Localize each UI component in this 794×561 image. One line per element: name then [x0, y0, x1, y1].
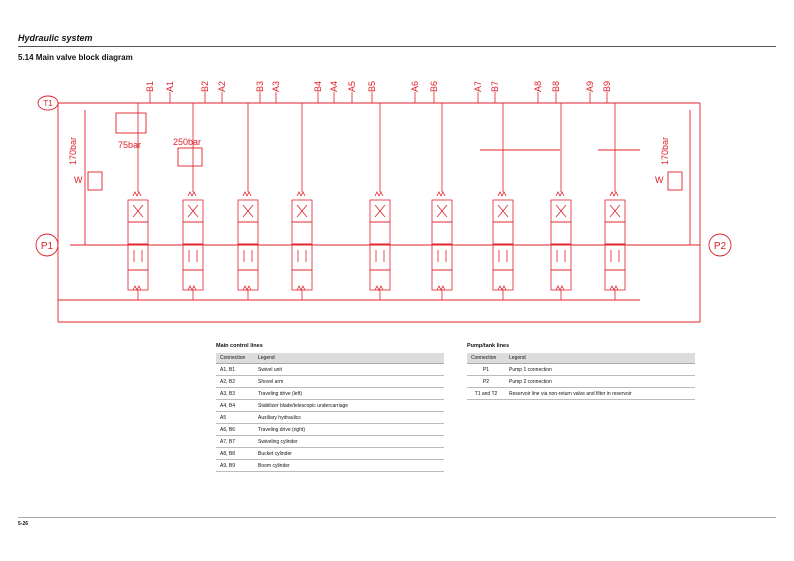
connection-cell: A7, B7: [216, 435, 254, 448]
pump-col-legend: Legend: [505, 353, 695, 364]
connection-cell: A6, B6: [216, 423, 254, 436]
port-label: B8: [551, 81, 561, 92]
port-label: A4: [329, 81, 339, 92]
relief-left-label: 170bar: [68, 137, 78, 165]
port-p2-label: P2: [714, 241, 727, 252]
connection-cell: A9, B9: [216, 459, 254, 472]
section-header: Hydraulic system: [18, 33, 93, 43]
page-title: 5.14 Main valve block diagram: [18, 53, 133, 62]
connection-cell: A3, B3: [216, 387, 254, 400]
spool-valve: [291, 103, 313, 300]
spool-valve: [369, 103, 391, 300]
main-control-title: Main control lines: [216, 343, 263, 349]
port-label: B1: [145, 81, 155, 92]
spool-valve: [182, 103, 204, 300]
legend-cell: Auxiliary hydraulics: [254, 411, 444, 424]
port-label: A6: [410, 81, 420, 92]
legend-cell: Bucket cylinder: [254, 447, 444, 460]
footer-rule: [18, 517, 776, 518]
port-label: B5: [367, 81, 377, 92]
relief-250-label: 250bar: [173, 137, 201, 147]
port-label: B9: [602, 81, 612, 92]
legend-cell: Swiveling cylinder: [254, 435, 444, 448]
connection-cell: A4, B4: [216, 399, 254, 412]
connection-cell: T1 and T2: [467, 387, 505, 400]
port-label: B6: [429, 81, 439, 92]
port-label: A3: [271, 81, 281, 92]
port-t1-label: T1: [43, 99, 53, 108]
spool-valve: [604, 103, 626, 300]
page-number: 5-26: [18, 521, 29, 527]
port-p1-label: P1: [41, 241, 54, 252]
legend-cell: Traveling drive (left): [254, 387, 444, 400]
legend-cell: Reservoir line via non-return valve and …: [505, 387, 695, 400]
spring-valve-left: [87, 171, 103, 191]
spring-right-label: W: [655, 175, 664, 185]
relief-valve-250: [177, 147, 203, 167]
connection-cell: P2: [467, 375, 505, 388]
legend-cell: Stabilizer blade/telescopic undercarriag…: [254, 399, 444, 412]
port-label: A8: [533, 81, 543, 92]
port-label: B4: [313, 81, 323, 92]
connection-cell: P1: [467, 363, 505, 376]
port-label: B2: [200, 81, 210, 92]
pump-tank-title: Pump/tank lines: [467, 343, 510, 349]
relief-right-label: 170bar: [660, 137, 670, 165]
legend-cell: Traveling drive (right): [254, 423, 444, 436]
connection-cell: A2, B2: [216, 375, 254, 388]
port-p2-circle: [708, 233, 732, 257]
connection-cell: A1, B1: [216, 363, 254, 376]
legend-cell: Shovel arm: [254, 375, 444, 388]
spool-valve: [431, 103, 453, 300]
spring-left-label: W: [74, 175, 83, 185]
legend-cell: Boom cylinder: [254, 459, 444, 472]
port-label: A7: [473, 81, 483, 92]
main-col-connection: Connection: [216, 353, 254, 364]
spool-valve: [127, 103, 149, 300]
port-label: A1: [165, 81, 175, 92]
legend-cell: Pump 1 connection: [505, 363, 695, 376]
legend-cell: Swivel unit: [254, 363, 444, 376]
relief-75-label: 75bar: [118, 140, 141, 150]
spool-valve: [237, 103, 259, 300]
port-p1-circle: [35, 233, 59, 257]
header-rule: [18, 46, 776, 47]
port-label: A5: [347, 81, 357, 92]
spool-valve: [550, 103, 572, 300]
port-label: A9: [585, 81, 595, 92]
pump-col-connection: Connection: [467, 353, 505, 364]
port-label: B7: [490, 81, 500, 92]
connection-cell: A5: [216, 411, 254, 424]
port-t1-circle: [37, 95, 59, 111]
main-col-legend: Legend: [254, 353, 444, 364]
legend-cell: Pump 2 connection: [505, 375, 695, 388]
connection-cell: A8, B8: [216, 447, 254, 460]
relief-valve-75: [115, 112, 147, 134]
port-label: B3: [255, 81, 265, 92]
spring-valve-right: [667, 171, 683, 191]
spool-valve: [492, 103, 514, 300]
port-label: A2: [217, 81, 227, 92]
